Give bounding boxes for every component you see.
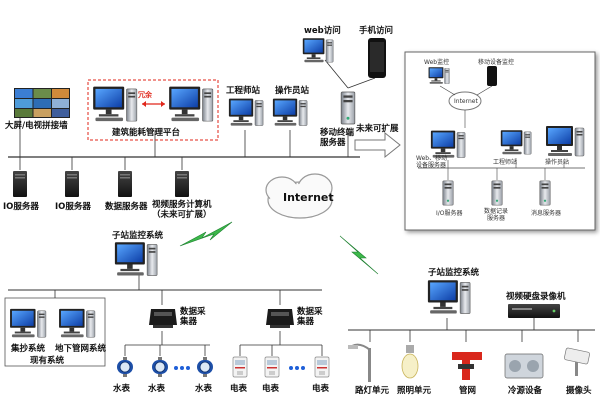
pipe-icon [452, 352, 482, 380]
sys-b-pc-icon [58, 308, 96, 338]
elec-3-label: 电表 [312, 384, 330, 394]
collector-2-icon [266, 309, 294, 328]
future-io-server-icon [442, 180, 454, 206]
collector-1-icon [149, 309, 177, 328]
future-data-server-icon [491, 180, 503, 206]
future-web-server-icon [430, 130, 466, 159]
io-server-1-icon [13, 171, 27, 197]
water-2-label: 水表 [148, 384, 166, 394]
elec-2-label: 电表 [262, 384, 280, 394]
platform-pc-icon-2 [168, 86, 214, 122]
operator-pc-icon [272, 98, 308, 127]
future-expand-label: 未来可扩展 [356, 124, 399, 134]
io-server-2-label: IO服务器 [55, 202, 91, 212]
sys-a-label: 集抄系统 [11, 344, 46, 354]
future-phone-icon [487, 66, 497, 86]
water-meter-1-icon [116, 356, 134, 378]
internet-label: Internet [283, 191, 334, 204]
data-server-icon [118, 171, 132, 197]
camera-icon [564, 347, 590, 376]
mobile-access-label: 手机访问 [359, 26, 394, 36]
future-msg-label: 消息服务器 [531, 210, 562, 217]
elec-meter-2-icon [264, 356, 280, 378]
elec-ellipsis-icon [289, 366, 305, 370]
water-meter-3-icon [196, 356, 214, 378]
water-ellipsis-icon [174, 366, 190, 370]
phone-icon [368, 38, 386, 78]
future-engineer-label: 工程师站 [493, 159, 518, 166]
mobile-server-icon [340, 91, 356, 125]
link-mobile-access [347, 77, 376, 89]
left-substation-title: 子站监控系统 [112, 231, 164, 241]
cooling-icon [504, 353, 544, 379]
right-substation-title: 子站监控系统 [428, 268, 480, 278]
elec-1-label: 电表 [230, 384, 248, 394]
video-server-label: 视频服务计算机 （未来可扩展） [152, 200, 212, 220]
sys-a-pc-icon [9, 308, 47, 338]
platform-pc-icon [92, 86, 138, 122]
future-engineer-icon [500, 129, 532, 155]
wireless-link-right-icon [339, 235, 379, 275]
pipe-label: 管网 [459, 386, 477, 396]
elec-meter-3-icon [314, 356, 330, 378]
future-web-pc-icon [428, 66, 450, 84]
data-server-label: 数据服务器 [105, 202, 148, 212]
lighting-label: 照明单元 [397, 386, 432, 396]
engineer-pc-icon [228, 98, 264, 127]
water-1-label: 水表 [113, 384, 131, 394]
nvr-label: 视频硬盘录像机 [506, 292, 566, 302]
existing-systems-label: 现有系统 [30, 356, 65, 366]
redundancy-label: 冗余 [138, 91, 152, 99]
cooling-label: 冷源设备 [508, 386, 543, 396]
io-server-2-icon [65, 171, 79, 197]
expand-arrow-icon [354, 131, 401, 159]
future-data-label: 数据记录 服务器 [484, 208, 509, 222]
io-server-1-label: IO服务器 [3, 202, 39, 212]
future-operator-icon [545, 125, 585, 157]
wireless-link-left-icon [179, 221, 233, 247]
future-msg-server-icon [539, 180, 551, 206]
platform-frame [87, 79, 219, 141]
left-substation-pc-icon [114, 241, 158, 277]
operator-station-label: 操作员站 [275, 86, 310, 96]
collector-2-label: 数据采 集器 [297, 307, 323, 327]
video-wall-label: 大屏/电视拼接墙 [5, 121, 68, 131]
nvr-icon [508, 304, 560, 318]
sys-b-label: 地下管网系统 [55, 344, 107, 354]
future-internet-label: Internet [454, 98, 478, 105]
video-wall-icon [14, 88, 70, 118]
web-pc-icon [302, 37, 334, 63]
elec-meter-1-icon [232, 356, 248, 378]
camera-label: 摄像头 [566, 386, 592, 396]
mobile-server-label: 移动终端 服务器 [320, 128, 355, 148]
future-io-label: I/O服务器 [436, 210, 463, 217]
platform-label: 建筑能耗管理平台 [112, 128, 181, 138]
right-substation-pc-icon [427, 279, 471, 315]
future-operator-label: 操作员站 [545, 159, 570, 166]
web-access-label: web访问 [304, 26, 341, 36]
streetlight-icon [348, 343, 371, 382]
streetlight-label: 路灯单元 [355, 386, 390, 396]
future-web-monitor-label: Web监控 [424, 59, 450, 66]
future-web-server-label: Web、移动 设备服务器 [416, 155, 448, 169]
link-web-access [324, 59, 349, 89]
water-meter-2-icon [151, 356, 169, 378]
engineer-station-label: 工程师站 [226, 86, 261, 96]
video-server-icon [175, 171, 189, 197]
collector-1-label: 数据采 集器 [180, 307, 206, 327]
water-3-label: 水表 [195, 384, 213, 394]
lighting-icon [401, 345, 419, 379]
internet-cloud-icon [265, 173, 333, 219]
future-mobile-monitor-label: 移动设备监控 [478, 59, 515, 66]
